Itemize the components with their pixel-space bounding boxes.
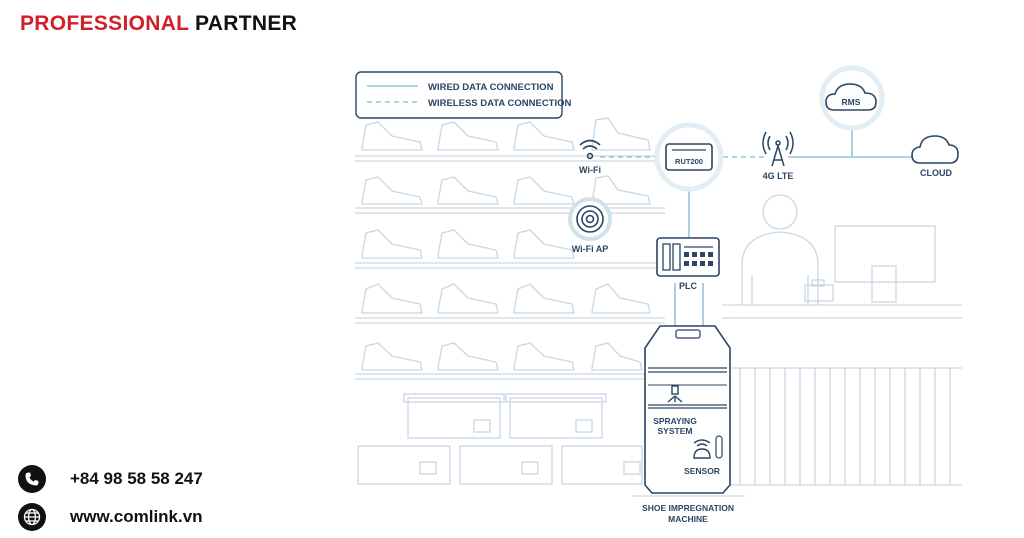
spray-nozzle-icon bbox=[667, 385, 683, 403]
plc-label: PLC bbox=[679, 281, 698, 291]
rms-node: RMS bbox=[819, 65, 885, 131]
wifi-icon bbox=[579, 139, 601, 160]
cell-tower-icon bbox=[762, 131, 794, 167]
rms-cloud-icon bbox=[825, 83, 877, 111]
wifi-label: Wi-Fi bbox=[579, 165, 601, 175]
router-node: RUT200 bbox=[654, 122, 724, 192]
sensor-label: SENSOR bbox=[684, 466, 720, 476]
spraying-label-line1: SPRAYING bbox=[653, 416, 697, 426]
legend-wired-label: WIRED DATA CONNECTION bbox=[428, 82, 554, 93]
background-counter bbox=[722, 194, 962, 486]
brand-title-part1: PROFESSIONAL bbox=[20, 12, 189, 35]
lte-node: 4G LTE bbox=[762, 131, 794, 181]
phone-number: +84 98 58 58 247 bbox=[70, 469, 203, 488]
wifi-node: Wi-Fi bbox=[579, 139, 601, 175]
cloud-icon bbox=[911, 135, 959, 164]
background-counter-slats bbox=[739, 368, 951, 485]
brand-title: PROFESSIONAL PARTNER bbox=[20, 12, 297, 36]
cloud-label: CLOUD bbox=[920, 168, 952, 178]
rms-label: RMS bbox=[842, 97, 861, 107]
machine-node: SPRAYING SYSTEM SENSOR SHOE IMPREGNATION… bbox=[642, 325, 734, 524]
router-icon: RUT200 bbox=[665, 143, 713, 171]
wifi-ap-label: Wi-Fi AP bbox=[572, 244, 609, 254]
background-shelves bbox=[355, 117, 962, 497]
contact-website[interactable]: www.comlink.vn bbox=[18, 503, 203, 531]
legend-wireless-label: WIRELESS DATA CONNECTION bbox=[428, 98, 572, 109]
legend-box bbox=[355, 71, 563, 119]
website-url: www.comlink.vn bbox=[70, 507, 203, 526]
spraying-label-line2: SYSTEM bbox=[658, 426, 693, 436]
contact-phone[interactable]: +84 98 58 58 247 bbox=[18, 465, 203, 493]
background-shoes bbox=[361, 117, 651, 371]
router-label: RUT200 bbox=[675, 157, 703, 166]
wifi-ap-node: Wi-Fi AP bbox=[568, 197, 612, 254]
access-point-icon bbox=[576, 205, 604, 233]
lte-label: 4G LTE bbox=[763, 171, 794, 181]
legend: WIRED DATA CONNECTION WIRELESS DATA CONN… bbox=[355, 71, 572, 119]
machine-label-line1: SHOE IMPREGNATION bbox=[642, 503, 734, 513]
brand-title-part2: PARTNER bbox=[195, 12, 298, 35]
phone-icon bbox=[18, 465, 46, 493]
plc-icon bbox=[656, 237, 720, 277]
plc-node: PLC bbox=[656, 237, 720, 291]
sensor-icon bbox=[693, 439, 711, 459]
cloud-node: CLOUD bbox=[911, 135, 959, 178]
machine-label-line2: MACHINE bbox=[668, 514, 708, 524]
background-boxes bbox=[357, 393, 643, 485]
globe-icon bbox=[18, 503, 46, 531]
